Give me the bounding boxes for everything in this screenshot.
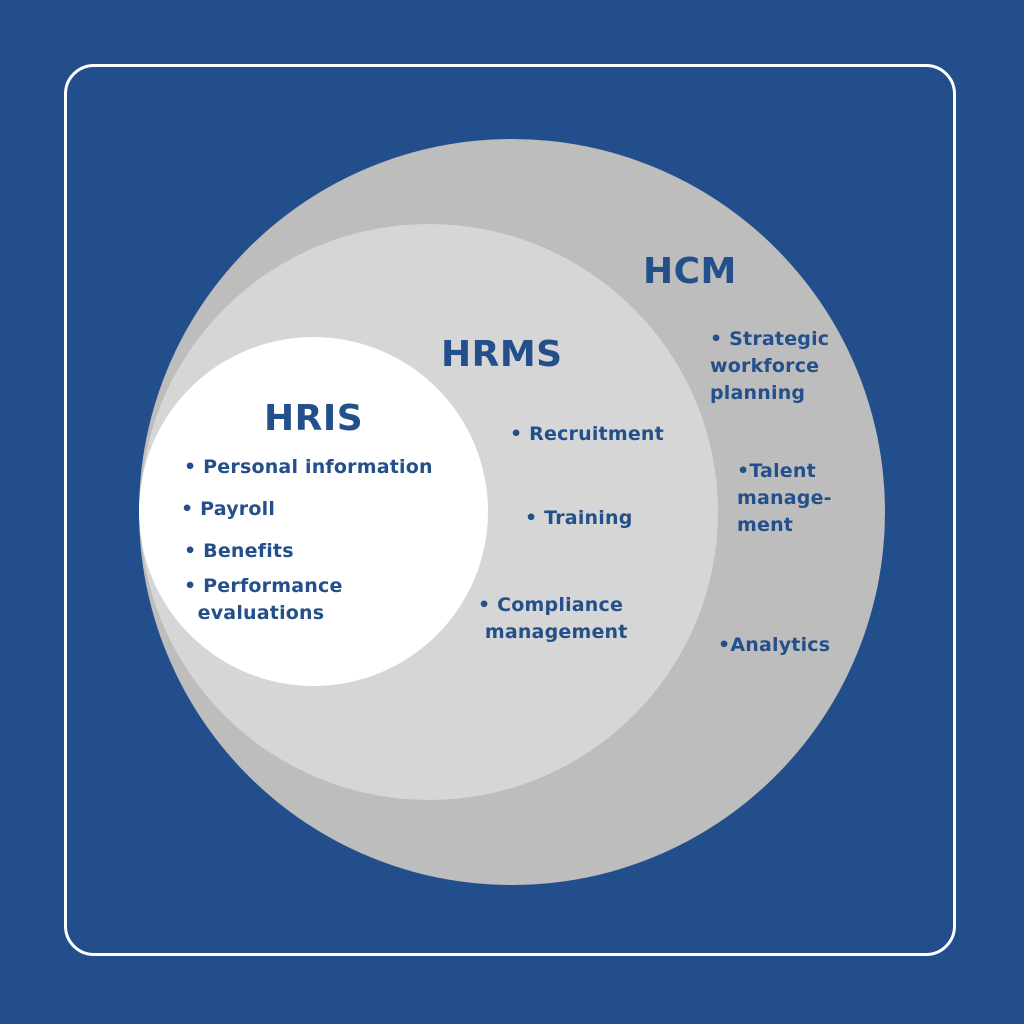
hris-item-payroll: • Payroll: [181, 498, 276, 520]
outer-frame: [64, 64, 956, 956]
hrms-title: HRMS: [441, 334, 563, 375]
hris-item-performance-evaluations: • Performance evaluations: [184, 575, 343, 624]
hris-title: HRIS: [264, 398, 364, 439]
hris-item-personal-information: • Personal information: [184, 456, 433, 478]
hris-item-benefits: • Benefits: [184, 540, 294, 562]
hris-circle: [139, 337, 488, 686]
hcm-item-analytics: •Analytics: [718, 634, 831, 656]
hrms-item-compliance-management: • Compliance management: [478, 594, 628, 643]
hcm-title: HCM: [643, 251, 737, 292]
hcm-item-talent-management: •Talent manage- ment: [737, 460, 832, 536]
hrms-item-recruitment: • Recruitment: [510, 423, 664, 445]
hrms-item-training: • Training: [525, 507, 633, 529]
hcm-item-strategic-workforce-planning: • Strategic workforce planning: [710, 328, 830, 404]
